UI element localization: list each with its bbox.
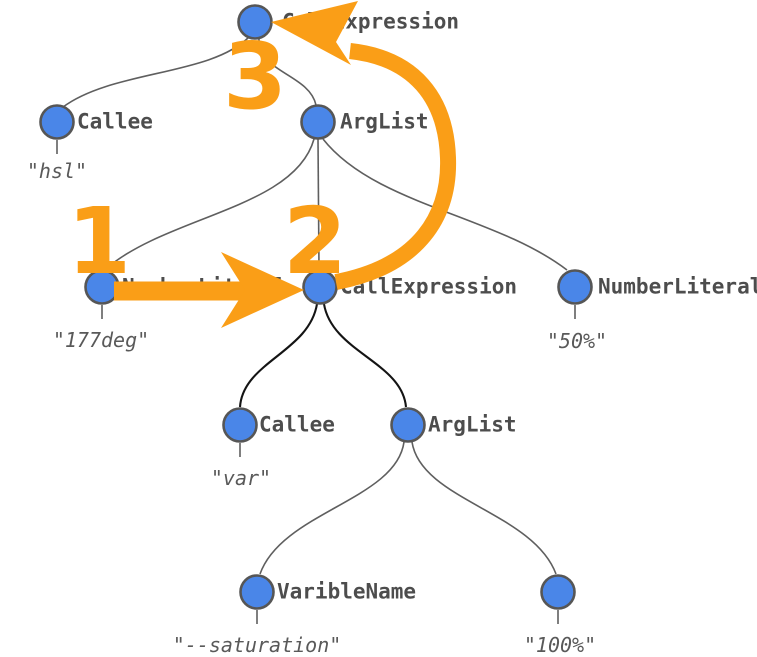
- edge-arglist-inner-to-varible-name: [259, 441, 405, 575]
- node-label-arglist-outer: ArgList: [340, 109, 429, 134]
- node-literal-100pct: [540, 574, 576, 610]
- edge-arglist-inner-to-literal-100pct: [411, 441, 557, 575]
- node-value-literal-100pct: "100%": [523, 633, 597, 657]
- node-label-arglist-inner: ArgList: [428, 412, 517, 437]
- edge-call-expression-root-to-arglist-outer: [258, 38, 317, 106]
- node-label-callee-hsl: Callee: [77, 109, 153, 134]
- node-arglist-inner: [390, 407, 426, 443]
- node-callee-var: [222, 407, 258, 443]
- edge-arglist-outer-to-numberliteral-177deg: [106, 138, 315, 269]
- node-call-expression-var: [302, 269, 338, 305]
- node-numberliteral-50pct: [557, 269, 593, 305]
- node-label-callee-var: Callee: [259, 412, 335, 437]
- node-arglist-outer: [300, 104, 336, 140]
- arrow-step-2-to-3-arrowhead-icon: [271, 1, 358, 65]
- node-callee-hsl: [39, 104, 75, 140]
- arrow-step-2-to-3-shaft: [334, 43, 457, 290]
- traversal-step-3: 3: [222, 23, 288, 130]
- node-label-varible-name: VaribleName: [277, 579, 417, 604]
- edge-call-expression-var-to-arglist-inner: [322, 303, 408, 408]
- node-value-callee-hsl: "hsl": [26, 159, 88, 183]
- node-label-numberliteral-50pct: NumberLiteral: [598, 274, 757, 299]
- node-value-callee-var: "var": [210, 466, 272, 490]
- traversal-step-1: 1: [66, 188, 132, 295]
- node-value-numberliteral-50pct: "50%": [546, 329, 608, 353]
- edge-call-expression-var-to-callee-var: [238, 303, 319, 408]
- edge-arglist-outer-to-call-expression-var: [317, 138, 320, 270]
- arrow-step-1-to-2-arrowhead-icon: [221, 252, 304, 328]
- edge-call-expression-root-to-callee-hsl: [62, 36, 250, 108]
- node-value-numberliteral-177deg: "177deg": [52, 328, 150, 352]
- node-value-varible-name: "--saturation": [172, 633, 342, 657]
- traversal-step-2: 2: [282, 188, 348, 295]
- node-varible-name: [239, 574, 275, 610]
